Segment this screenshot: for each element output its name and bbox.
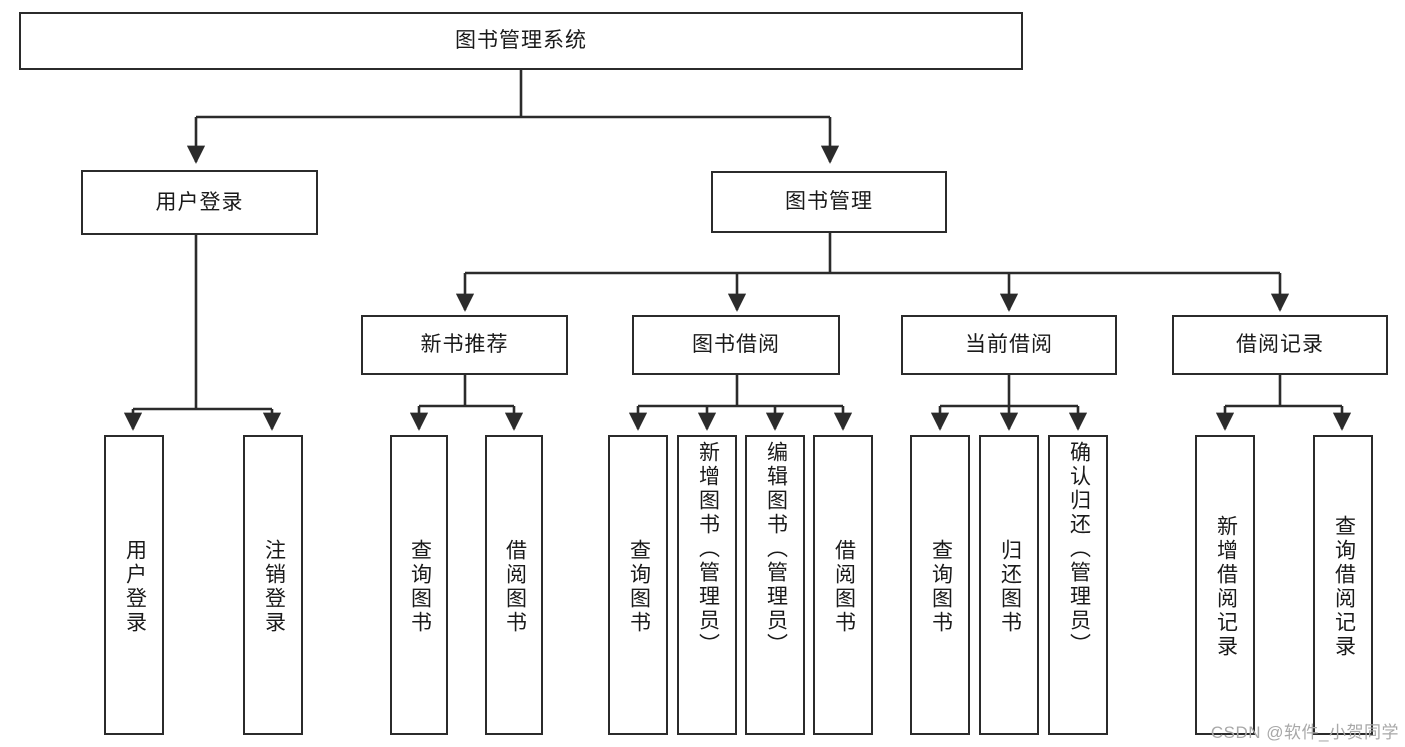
node-root-label: 图书管理系统 xyxy=(455,29,587,53)
leaf-records-search-label: 查询借阅记录 xyxy=(1332,515,1356,659)
leaf-user-login-signin-label: 用户登录 xyxy=(123,539,147,635)
leaf-borrow-borrow-book-label: 借阅图书 xyxy=(832,539,856,635)
leaf-new-book-borrow-label: 借阅图书 xyxy=(503,539,527,635)
node-book-management-label: 图书管理 xyxy=(785,190,873,214)
node-user-login-label: 用户登录 xyxy=(155,190,244,214)
node-borrow-records[interactable]: 借阅记录 xyxy=(1172,315,1388,375)
leaf-current-return-book-label: 归还图书 xyxy=(998,539,1022,635)
node-book-management[interactable]: 图书管理 xyxy=(711,171,947,233)
node-user-login[interactable]: 用户登录 xyxy=(81,170,318,235)
leaf-records-add-label: 新增借阅记录 xyxy=(1214,515,1238,659)
node-root[interactable]: 图书管理系统 xyxy=(19,12,1023,70)
leaf-current-search-book-label: 查询图书 xyxy=(929,539,953,635)
leaf-current-confirm-return-label: 确认归还（管理员） xyxy=(1067,441,1091,657)
leaf-user-login-signin[interactable]: 用户登录 xyxy=(104,435,164,735)
node-new-book-recommend-label: 新书推荐 xyxy=(420,333,509,357)
leaf-borrow-add-book[interactable]: 新增图书（管理员） xyxy=(677,435,737,735)
leaf-borrow-search-book[interactable]: 查询图书 xyxy=(608,435,668,735)
leaf-new-book-search-label: 查询图书 xyxy=(408,539,432,635)
leaf-borrow-add-book-label: 新增图书（管理员） xyxy=(696,441,720,657)
leaf-borrow-edit-book-label: 编辑图书（管理员） xyxy=(764,441,788,657)
leaf-borrow-borrow-book[interactable]: 借阅图书 xyxy=(813,435,873,735)
leaf-records-search[interactable]: 查询借阅记录 xyxy=(1313,435,1373,735)
node-current-borrow[interactable]: 当前借阅 xyxy=(901,315,1117,375)
node-new-book-recommend[interactable]: 新书推荐 xyxy=(361,315,568,375)
leaf-borrow-search-book-label: 查询图书 xyxy=(627,539,651,635)
leaf-current-confirm-return[interactable]: 确认归还（管理员） xyxy=(1048,435,1108,735)
leaf-borrow-edit-book[interactable]: 编辑图书（管理员） xyxy=(745,435,805,735)
leaf-new-book-search[interactable]: 查询图书 xyxy=(390,435,448,735)
leaf-current-return-book[interactable]: 归还图书 xyxy=(979,435,1039,735)
node-book-borrow[interactable]: 图书借阅 xyxy=(632,315,840,375)
leaf-records-add[interactable]: 新增借阅记录 xyxy=(1195,435,1255,735)
node-borrow-records-label: 借阅记录 xyxy=(1236,333,1324,357)
leaf-current-search-book[interactable]: 查询图书 xyxy=(910,435,970,735)
leaf-user-login-signout-label: 注销登录 xyxy=(262,539,286,635)
leaf-user-login-signout[interactable]: 注销登录 xyxy=(243,435,303,735)
node-current-borrow-label: 当前借阅 xyxy=(965,333,1053,357)
leaf-new-book-borrow[interactable]: 借阅图书 xyxy=(485,435,543,735)
node-book-borrow-label: 图书借阅 xyxy=(692,333,780,357)
